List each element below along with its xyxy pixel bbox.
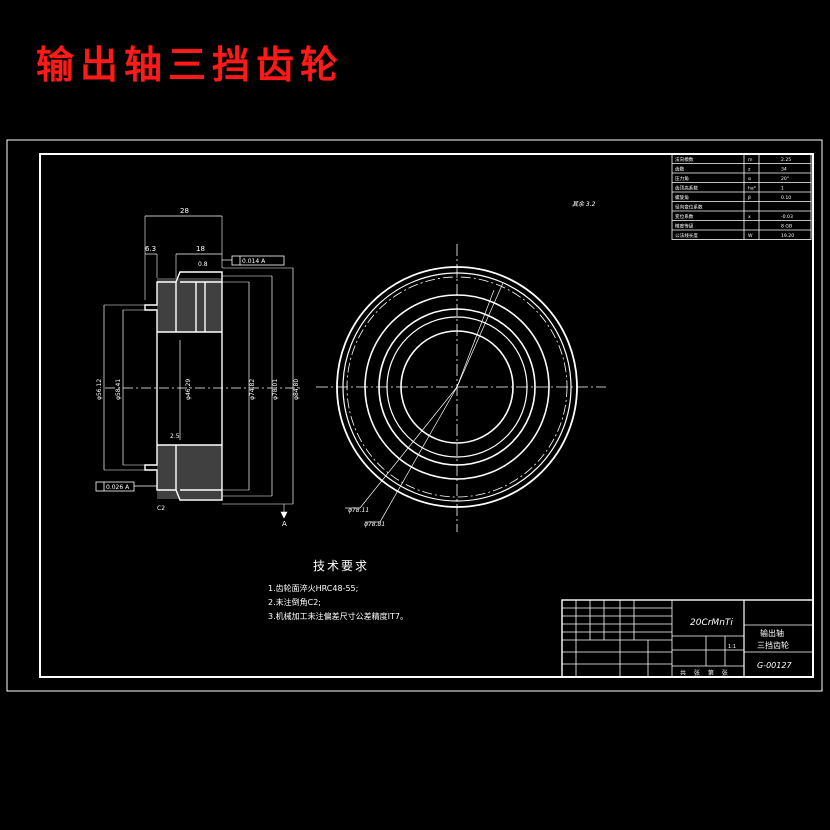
tolerance-bottom: 0.026 A — [106, 484, 130, 491]
inner-frame — [39, 153, 814, 678]
material-label: 20CrMnTi — [690, 618, 733, 628]
tech-requirements-title: 技术要求 — [313, 559, 370, 573]
part-name-line2: 三挡齿轮 — [757, 640, 789, 650]
drawing-number: G-00127 — [757, 661, 792, 670]
page-title: 输出轴三挡齿轮 — [36, 42, 345, 87]
title-block — [561, 599, 814, 678]
param-value: 19.20 — [781, 233, 794, 239]
circle-dim-outer: φ78.81 — [364, 521, 385, 528]
tech-requirement-3: 3.机械加工未注偏差尺寸公差精度IT7。 — [268, 612, 408, 621]
param-table-border — [671, 153, 812, 240]
param-value: 1 — [781, 186, 784, 192]
param-name: 径向变位系数 — [675, 204, 703, 211]
part-name-line1: 输出轴 — [760, 628, 784, 638]
param-value: -0.03 — [781, 214, 793, 220]
param-name: 变位系数 — [675, 213, 694, 220]
dim-chamfer: 2.5 — [170, 433, 180, 440]
dim-pitch: φ74.82 — [249, 379, 256, 400]
param-symbol: m — [748, 158, 753, 163]
param-name: 螺旋角 — [675, 194, 689, 201]
outer-frame — [6, 139, 823, 692]
scale-label: 1:1 — [728, 644, 736, 650]
dim-width-top: 28 — [180, 207, 189, 215]
param-name: 公法线长度 — [675, 232, 698, 239]
tolerance-top: 0.014 A — [242, 258, 266, 265]
param-name: 齿数 — [675, 166, 685, 173]
param-symbol: W — [748, 233, 753, 239]
tech-requirement-2: 2.未注倒角C2; — [268, 598, 322, 607]
param-symbol: x — [748, 215, 751, 220]
front-view-labels: φ78.11 φ78.81 其余 3.2 — [348, 200, 596, 528]
param-symbol: ha* — [748, 186, 757, 192]
dim-bore-inner: φ58.41 — [115, 379, 122, 400]
param-symbol: z — [748, 168, 751, 173]
front-view — [316, 244, 606, 532]
datum-label: A — [282, 520, 287, 528]
section-view — [95, 215, 300, 519]
param-value: 34 — [781, 167, 787, 173]
dim-chamfer-bottom: C2 — [157, 505, 165, 512]
section-dimension-labels: 28 18 6.3 0.8 0.014 A 0.026 A 2.5 C2 A φ… — [96, 207, 300, 528]
param-name: 齿顶高系数 — [675, 185, 698, 192]
dim-center: φ46.29 — [185, 379, 192, 400]
other-roughness: 其余 3.2 — [572, 200, 596, 208]
param-value: 0.10 — [781, 195, 791, 201]
param-symbol: α — [748, 177, 751, 182]
param-symbol: β — [748, 195, 751, 201]
gear-param-table: 法向模数 m 2.25 齿数 z 34 压力角 α 20° 齿顶高系数 ha* 1 螺旋角 β 0.10 径向… — [671, 153, 812, 240]
param-name: 精度等级 — [675, 223, 694, 230]
param-value: 20° — [781, 176, 789, 182]
sheet-footer: 共 张 第 张 — [680, 669, 731, 677]
dim-outer: φ84.80 — [293, 379, 300, 400]
dim-hub-width: 18 — [196, 245, 205, 253]
param-name: 法向模数 — [675, 156, 694, 163]
title-block-text: 20CrMnTi 输出轴 三挡齿轮 G-00127 1:1 共 张 第 张 — [680, 618, 792, 677]
tech-requirement-1: 1.齿轮面淬火HRC48-55; — [268, 584, 359, 593]
circle-dim-inner: φ78.11 — [348, 507, 369, 514]
dim-gear: φ78.01 — [272, 379, 279, 400]
dim-step-left: 6.3 — [145, 245, 156, 253]
dim-bore-outer: φ56.12 — [96, 379, 103, 400]
param-value: 8 GB — [781, 224, 792, 230]
param-value: 2.25 — [781, 157, 791, 163]
param-name: 压力角 — [675, 175, 689, 182]
dim-roughness: 0.8 — [198, 261, 208, 268]
